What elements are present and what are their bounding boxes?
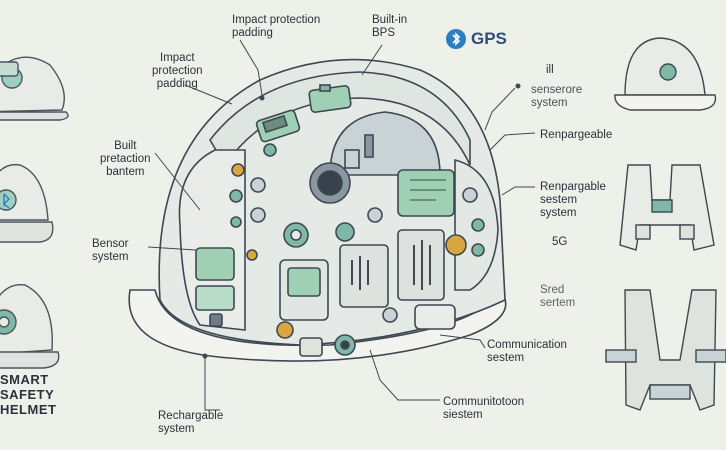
right-vest bbox=[619, 164, 715, 251]
label-top-impact: Impact protection padding bbox=[232, 14, 321, 39]
label-right-senserore: senserore system bbox=[531, 84, 583, 109]
helmet-brim bbox=[128, 288, 507, 362]
helmet-ridge bbox=[209, 71, 471, 167]
label-top-gps-builtin: Built-in BPS bbox=[372, 14, 408, 39]
right-helmet bbox=[614, 37, 717, 111]
gps-text: GPS bbox=[471, 29, 507, 48]
left-panel bbox=[178, 149, 246, 331]
right-harness bbox=[605, 289, 726, 411]
label-right-renp2: Renpargable sestem system bbox=[540, 181, 606, 219]
label-left-sensor: Bensor system bbox=[92, 238, 129, 263]
label-right-renp1: Renpargeable bbox=[540, 129, 613, 141]
label-bottom-comm: Communitotoon siestem bbox=[443, 396, 525, 421]
label-left-built: Built pretaction bantem bbox=[100, 140, 151, 178]
callout-dots bbox=[202, 83, 521, 359]
left-helmet-middle bbox=[0, 163, 54, 243]
left-helmet-top bbox=[0, 56, 69, 121]
label-right-comm: Communication sestem bbox=[487, 339, 567, 364]
label-bottom-recharge: Rechargable system bbox=[158, 410, 224, 435]
callout-lines bbox=[147, 39, 536, 411]
left-helmet-bottom bbox=[0, 284, 60, 369]
knobs bbox=[229, 143, 485, 356]
label-right-sred: Sred sertem bbox=[540, 284, 576, 309]
label-right-5g: 5G bbox=[552, 236, 568, 248]
gps-logo: GPS bbox=[445, 28, 507, 50]
main-helmet bbox=[128, 58, 507, 362]
side-caption: SMART SAFETY HELMET bbox=[0, 372, 57, 417]
label-right-ill: ill bbox=[546, 64, 554, 76]
bluetooth-icon bbox=[446, 29, 466, 49]
label-left-impact: Impact protection padding bbox=[152, 52, 203, 90]
